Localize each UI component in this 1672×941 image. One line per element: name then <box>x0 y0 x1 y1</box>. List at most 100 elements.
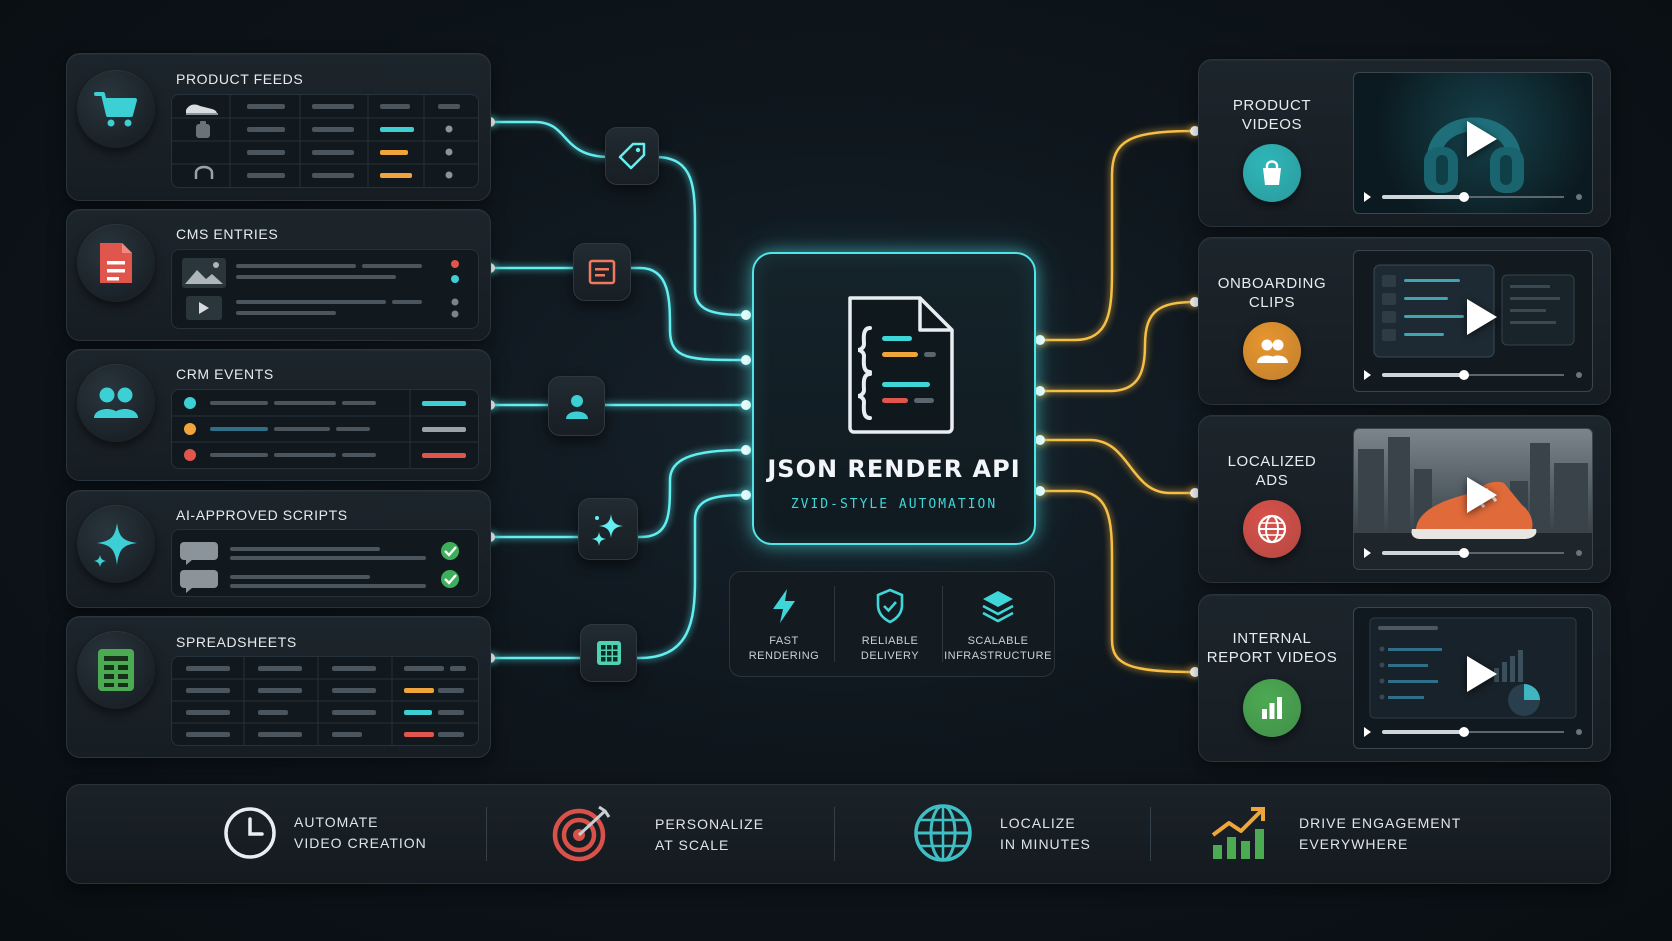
video-scrubber[interactable] <box>1364 547 1582 559</box>
source-card-cms-entries: CMS ENTRIES <box>66 209 491 341</box>
source-card-crm-events: CRM EVENTS <box>66 349 491 481</box>
layers-icon <box>981 588 1015 628</box>
feature-line: SCALABLE <box>967 635 1029 647</box>
play-icon[interactable] <box>1364 370 1371 380</box>
output-title-line: ONBOARDING <box>1217 275 1327 292</box>
globe-icon <box>912 802 974 868</box>
play-button[interactable] <box>1467 121 1497 157</box>
output-title-line: REPORT VIDEOS <box>1206 649 1338 666</box>
port <box>741 400 751 410</box>
tag-icon <box>605 127 659 185</box>
source-title: CMS ENTRIES <box>176 226 279 242</box>
source-card-ai-scripts: AI-APPROVED SCRIPTS <box>66 490 491 608</box>
port <box>1190 667 1200 677</box>
progress-track <box>1382 552 1564 554</box>
port <box>1035 335 1045 345</box>
divider <box>834 807 835 861</box>
source-title: AI-APPROVED SCRIPTS <box>176 507 348 523</box>
sparkles-icon <box>578 498 638 560</box>
wire-product-videos <box>1040 129 1196 342</box>
video-thumbnail[interactable] <box>1353 428 1593 570</box>
crm-events-panel <box>171 389 479 469</box>
output-title-line: INTERNAL <box>1232 630 1312 647</box>
scripts-panel <box>171 529 479 597</box>
target-icon <box>551 803 613 869</box>
source-title: SPREADSHEETS <box>176 634 297 650</box>
play-button[interactable] <box>1467 656 1497 692</box>
port <box>741 490 751 500</box>
progress-track <box>1382 374 1564 376</box>
grid-icon <box>580 624 637 682</box>
source-card-spreadsheets: SPREADSHEETS <box>66 616 491 758</box>
video-thumbnail[interactable] <box>1353 250 1593 392</box>
progress-knob[interactable] <box>1459 370 1469 380</box>
shield-check-icon <box>875 588 905 628</box>
port <box>1035 386 1045 396</box>
cms-entries-panel <box>171 249 479 329</box>
users-icon <box>77 364 155 442</box>
port <box>1190 126 1200 136</box>
video-scrubber[interactable] <box>1364 191 1582 203</box>
play-icon[interactable] <box>1364 192 1371 202</box>
divider <box>834 586 835 662</box>
note-icon <box>573 243 631 301</box>
play-icon[interactable] <box>1364 548 1371 558</box>
settings-dot <box>1576 372 1582 378</box>
benefit-line: AUTOMATE <box>294 814 379 830</box>
output-title-line: LOCALIZED <box>1227 453 1317 470</box>
bar-chart-icon <box>1243 679 1301 737</box>
benefit-line: EVERYWHERE <box>1299 836 1409 852</box>
document-icon <box>77 224 155 302</box>
output-card-report-videos: INTERNAL REPORT VIDEOS <box>1198 594 1611 762</box>
benefit-line: VIDEO CREATION <box>294 835 427 851</box>
progress-fill <box>1382 551 1464 555</box>
source-card-product-feeds: PRODUCT FEEDS <box>66 53 491 201</box>
json-document-icon <box>842 294 958 436</box>
settings-dot <box>1576 729 1582 735</box>
video-thumbnail[interactable] <box>1353 607 1593 749</box>
port <box>741 355 751 365</box>
port <box>741 445 751 455</box>
benefit-line: DRIVE ENGAGEMENT <box>1299 815 1462 831</box>
shopping-bag-icon <box>1243 144 1301 202</box>
wire-report-videos <box>1040 489 1196 674</box>
divider <box>1150 807 1151 861</box>
progress-knob[interactable] <box>1459 192 1469 202</box>
video-scrubber[interactable] <box>1364 369 1582 381</box>
feature-line: DELIVERY <box>860 650 920 662</box>
benefit-line: PERSONALIZE <box>655 816 765 832</box>
globe-icon <box>1243 500 1301 558</box>
lightning-icon <box>769 588 799 628</box>
play-icon[interactable] <box>1364 727 1371 737</box>
progress-knob[interactable] <box>1459 727 1469 737</box>
progress-knob[interactable] <box>1459 548 1469 558</box>
video-scrubber[interactable] <box>1364 726 1582 738</box>
output-title-line: ADS <box>1255 472 1289 489</box>
progress-fill <box>1382 373 1464 377</box>
source-title: PRODUCT FEEDS <box>176 71 304 87</box>
play-button[interactable] <box>1467 299 1497 335</box>
output-card-localized-ads: LOCALIZED ADS <box>1198 415 1611 583</box>
benefit-line: LOCALIZE <box>1000 815 1076 831</box>
feature-line: RENDERING <box>748 650 820 662</box>
spreadsheet-grid <box>171 656 479 746</box>
wire-localized-ads <box>1040 438 1195 495</box>
output-title-line: VIDEOS <box>1241 116 1303 133</box>
port <box>741 310 751 320</box>
video-thumbnail[interactable] <box>1353 72 1593 214</box>
port <box>1035 435 1045 445</box>
progress-track <box>1382 196 1564 198</box>
progress-fill <box>1382 195 1464 199</box>
play-button[interactable] <box>1467 477 1497 513</box>
progress-track <box>1382 731 1564 733</box>
benefit-line: IN MINUTES <box>1000 836 1091 852</box>
wire-product-feeds <box>490 120 745 317</box>
feature-line: FAST <box>769 635 799 647</box>
wire-spreadsheets <box>490 493 745 660</box>
port <box>1190 488 1200 498</box>
benefit-line: AT SCALE <box>655 837 730 853</box>
